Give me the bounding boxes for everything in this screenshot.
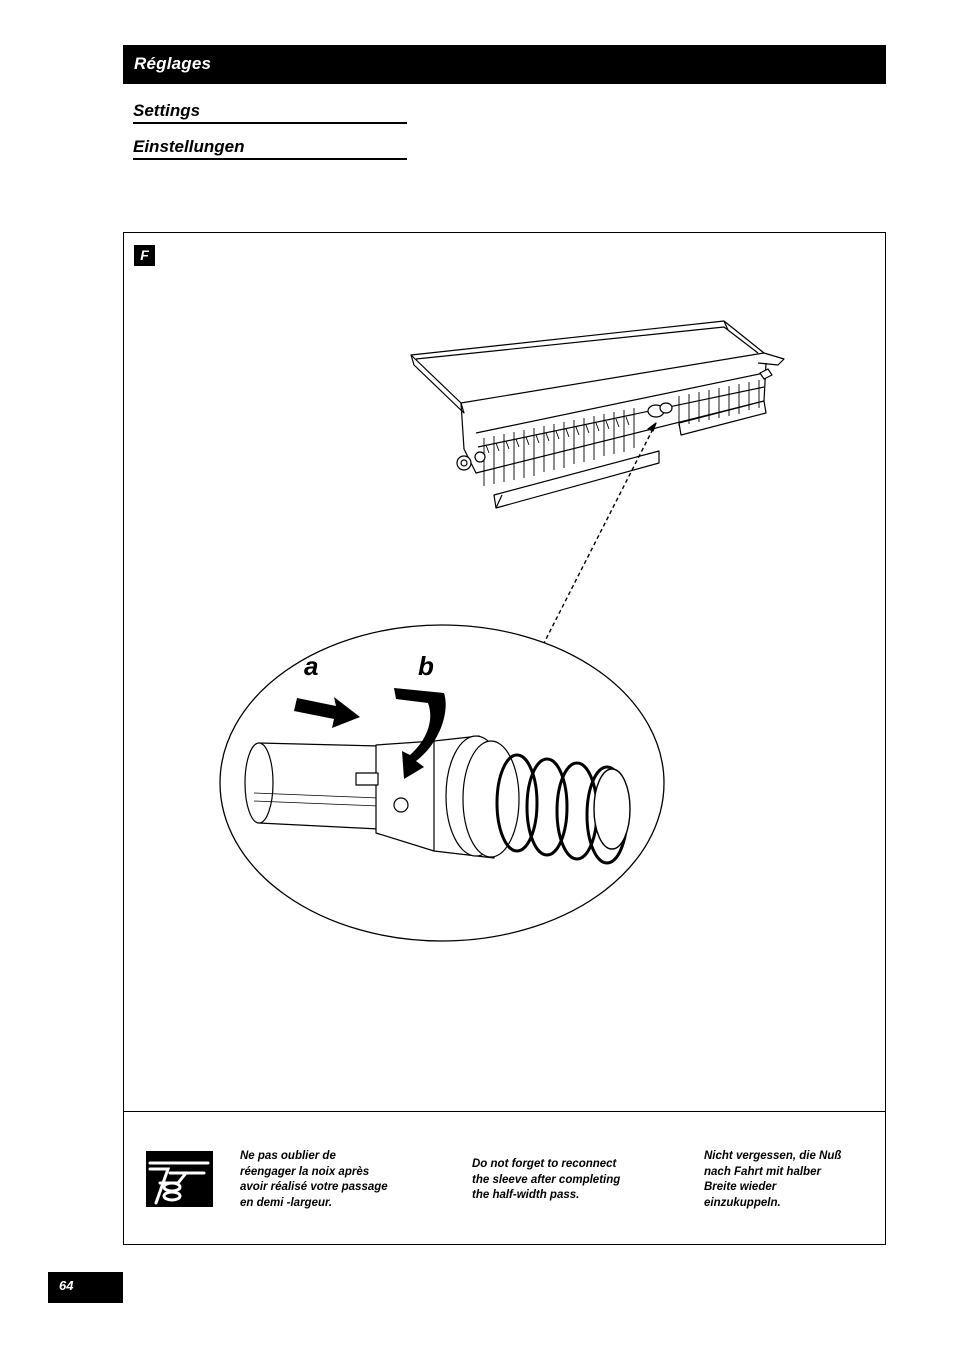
note-line: the sleeve after completing [472, 1173, 621, 1186]
push-arrow-a [294, 697, 360, 728]
drive-shaft [244, 742, 380, 830]
compression-spring [495, 753, 629, 865]
rotate-arrow-b [394, 688, 446, 779]
note-line: Ne pas oublier de [240, 1150, 336, 1162]
subtitle-english: Settings [133, 101, 407, 124]
callout-arrows [294, 688, 446, 779]
note-line: einzukuppeln. [704, 1196, 781, 1209]
page-number: 64 [59, 1278, 74, 1293]
detail-leader-line [543, 422, 657, 644]
figure-label: F [134, 245, 155, 266]
pointing-hand-icon [146, 1151, 213, 1207]
section-header-bar: Réglages [123, 45, 886, 84]
note-line: Nicht vergessen, die Nuß [704, 1150, 842, 1162]
note-line: Breite wieder [704, 1181, 777, 1193]
seed-hopper [410, 320, 785, 509]
sleeve-nut [355, 735, 520, 859]
shaft-end-cap [593, 768, 631, 850]
note-line: en demi -largeur. [240, 1196, 333, 1209]
note-divider [124, 1111, 885, 1112]
shaft-bearings [456, 368, 773, 471]
note-line: nach Fahrt mit halber [704, 1165, 821, 1178]
note-german: Nicht vergessen, die Nuß nach Fahrt mit … [704, 1149, 894, 1211]
note-english: Do not forget to reconnect the sleeve af… [472, 1157, 662, 1204]
callout-label-a: a [304, 651, 319, 681]
note-french: Ne pas oublier de réengager la noix aprè… [240, 1149, 430, 1211]
figure-frame: F [123, 232, 886, 1245]
detail-ellipse [219, 624, 665, 942]
note-line: avoir réalisé votre passage [240, 1181, 388, 1193]
note-line: the half-width pass. [472, 1189, 580, 1201]
callout-label-b: b [418, 651, 434, 681]
note-line: réengager la noix après [240, 1165, 370, 1178]
note-line: Do not forget to reconnect [472, 1158, 617, 1170]
drill-illustration [219, 320, 785, 942]
page-number-box: 64 [48, 1272, 123, 1303]
metering-units [483, 380, 760, 486]
section-title: Réglages [134, 54, 212, 73]
subtitle-german: Einstellungen [133, 137, 407, 160]
